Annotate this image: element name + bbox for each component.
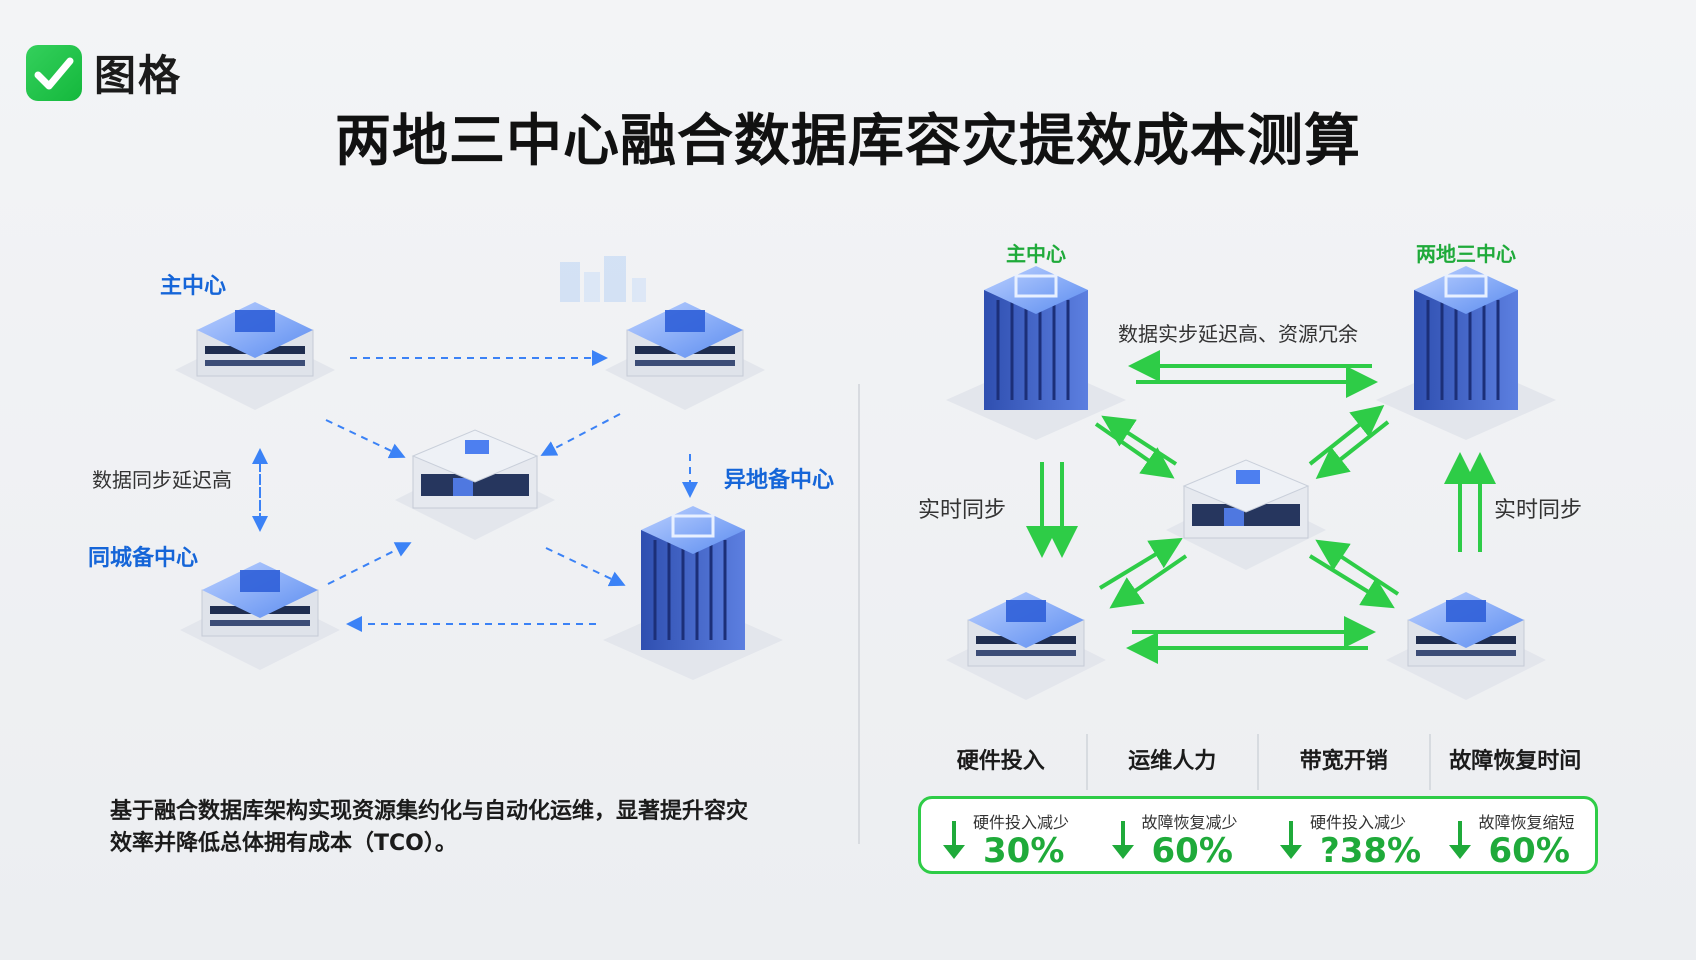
building-left-top-right bbox=[605, 302, 765, 410]
metric-label: 故障恢复减少 bbox=[1141, 813, 1238, 832]
right-links bbox=[1026, 350, 1496, 664]
metric-header: 故障恢复时间 bbox=[1449, 749, 1582, 774]
down-arrow-icon bbox=[943, 821, 965, 859]
description-text: 基于融合数据库架构实现资源集约化与自动化运维，显著提升容灾效率并降低总体拥有成本… bbox=[110, 799, 749, 856]
right-two-three-label: 两地三中心 bbox=[1416, 242, 1516, 266]
building-left-center bbox=[395, 429, 555, 540]
metric-label: 故障恢复缩短 bbox=[1478, 813, 1575, 832]
left-links bbox=[252, 350, 698, 632]
metric-label: 硬件投入减少 bbox=[973, 813, 1070, 832]
metric-item: 硬件投入减少 ?38% bbox=[1258, 799, 1427, 871]
metric-value: ?38% bbox=[1320, 831, 1422, 871]
section-divider bbox=[858, 384, 860, 844]
brand-logo: 图格 bbox=[26, 42, 182, 103]
down-arrow-icon bbox=[1448, 821, 1471, 859]
right-redundant-note: 数据实步延迟高、资源冗余 bbox=[1118, 322, 1358, 346]
metric-value: 60% bbox=[1151, 831, 1233, 871]
metric-item: 硬件投入减少 30% bbox=[921, 799, 1090, 871]
checkmark-logo-icon bbox=[26, 44, 82, 101]
metric-value: 60% bbox=[1488, 831, 1570, 871]
metric-header: 硬件投入 bbox=[916, 734, 1088, 790]
metric-label: 硬件投入减少 bbox=[1310, 813, 1407, 832]
building-right-main-tower bbox=[946, 266, 1126, 440]
down-arrow-icon bbox=[1280, 821, 1302, 859]
right-main-center-label: 主中心 bbox=[1006, 242, 1066, 266]
building-right-two-three-tower bbox=[1376, 266, 1556, 440]
left-delay-note: 数据同步延迟高 bbox=[92, 468, 232, 492]
building-right-bottom-right bbox=[1386, 592, 1546, 700]
metric-headers: 硬件投入 运维人力 带宽开销 故障恢复时间 bbox=[916, 734, 1600, 790]
brand-name: 图格 bbox=[94, 51, 183, 100]
building-left-remote-tower bbox=[603, 506, 783, 680]
right-sync-left-note: 实时同步 bbox=[918, 498, 1007, 523]
building-left-main bbox=[175, 302, 335, 410]
left-remote-label: 异地备中心 bbox=[724, 468, 835, 493]
left-main-center-label: 主中心 bbox=[160, 274, 227, 299]
metric-header: 运维人力 bbox=[1088, 734, 1259, 790]
page-title: 两地三中心融合数据库容灾提效成本测算 bbox=[335, 109, 1361, 174]
left-same-city-label: 同城备中心 bbox=[88, 546, 199, 571]
skyline-decoration bbox=[560, 256, 646, 302]
building-left-same-city bbox=[180, 562, 340, 670]
metric-item: 故障恢复缩短 60% bbox=[1427, 799, 1596, 871]
metrics-box: 硬件投入减少 30% 故障恢复减少 60% 硬件投入减少 ?38% 故障恢复缩短… bbox=[918, 796, 1598, 874]
right-sync-right-note: 实时同步 bbox=[1494, 498, 1583, 523]
building-right-center bbox=[1166, 459, 1326, 570]
building-right-bottom-left bbox=[946, 592, 1106, 700]
metric-header: 带宽开销 bbox=[1259, 734, 1431, 790]
down-arrow-icon bbox=[1111, 821, 1134, 859]
metric-value: 30% bbox=[983, 831, 1065, 871]
metric-item: 故障恢复减少 60% bbox=[1090, 799, 1259, 871]
